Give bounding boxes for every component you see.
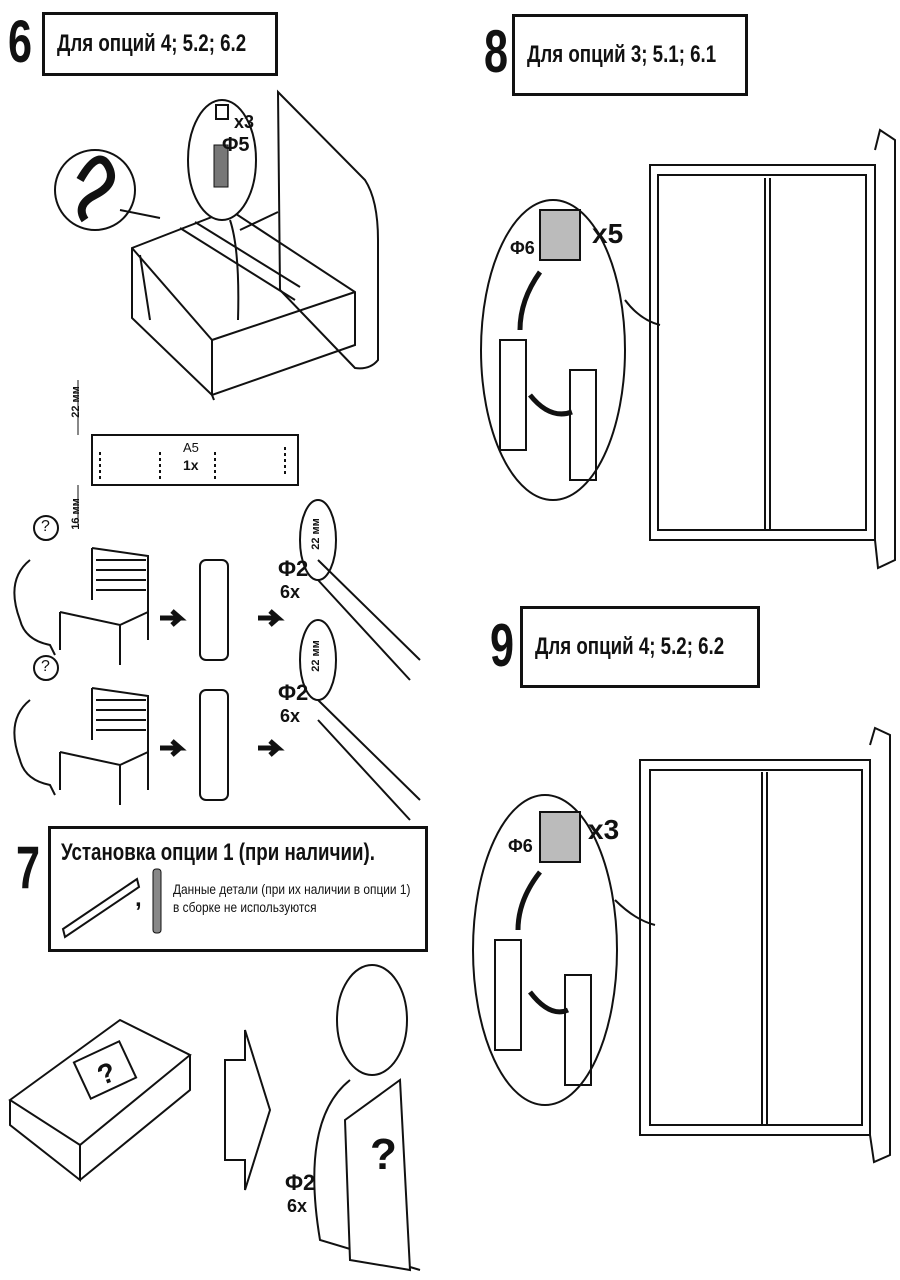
step-6-header: Для опций 4; 5.2; 6.2 bbox=[42, 12, 278, 76]
dowel-part-icon bbox=[152, 868, 162, 934]
qty-f2b-label: 6x bbox=[280, 706, 301, 726]
step-7-note: Данные детали (при их наличии в опции 1)… bbox=[173, 881, 411, 915]
question-mark-2: ? bbox=[41, 658, 50, 675]
step-6-part-top: Φ5 bbox=[222, 134, 250, 156]
step-8-part: Φ6 bbox=[510, 238, 535, 258]
qty-f2-label: 6x bbox=[280, 582, 301, 602]
step-8-header-text: Для опций 3; 5.1; 6.1 bbox=[527, 41, 717, 68]
part-f2-label: Φ2 bbox=[278, 556, 309, 581]
step-7-qty-f2: 6x bbox=[287, 1196, 308, 1216]
step-6-header-text: Для опций 4; 5.2; 6.2 bbox=[57, 30, 247, 57]
step-9-number: 9 bbox=[490, 612, 515, 679]
step-7-number: 7 bbox=[16, 834, 41, 901]
part-f2b-label: Φ2 bbox=[278, 680, 309, 705]
question-mark-1: ? bbox=[41, 518, 50, 535]
step-7-part-f2: Φ2 bbox=[285, 1170, 316, 1195]
step-7-header-box: Установка опции 1 (при наличии). , Данны… bbox=[48, 826, 428, 952]
panel-part-icon bbox=[61, 877, 141, 939]
step-9-part: Φ6 bbox=[508, 836, 533, 856]
step-9-header-text: Для опций 4; 5.2; 6.2 bbox=[535, 633, 725, 660]
qty-a5-label: 1x bbox=[183, 457, 199, 473]
step-9-count: x3 bbox=[588, 814, 620, 845]
step-8-count: x5 bbox=[592, 218, 624, 249]
step-7-comma: , bbox=[135, 885, 142, 912]
step-6-number: 6 bbox=[8, 8, 33, 75]
step-7-header-text: Установка опции 1 (при наличии). bbox=[61, 839, 375, 866]
step-6-count-top: x3 bbox=[234, 112, 255, 132]
step-9-header: Для опций 4; 5.2; 6.2 bbox=[520, 606, 760, 688]
step-8-number: 8 bbox=[484, 18, 509, 85]
sheet-question: ? bbox=[370, 1130, 397, 1179]
part-a5-label: A5 bbox=[183, 440, 199, 455]
step-8-header: Для опций 3; 5.1; 6.1 bbox=[512, 14, 748, 96]
